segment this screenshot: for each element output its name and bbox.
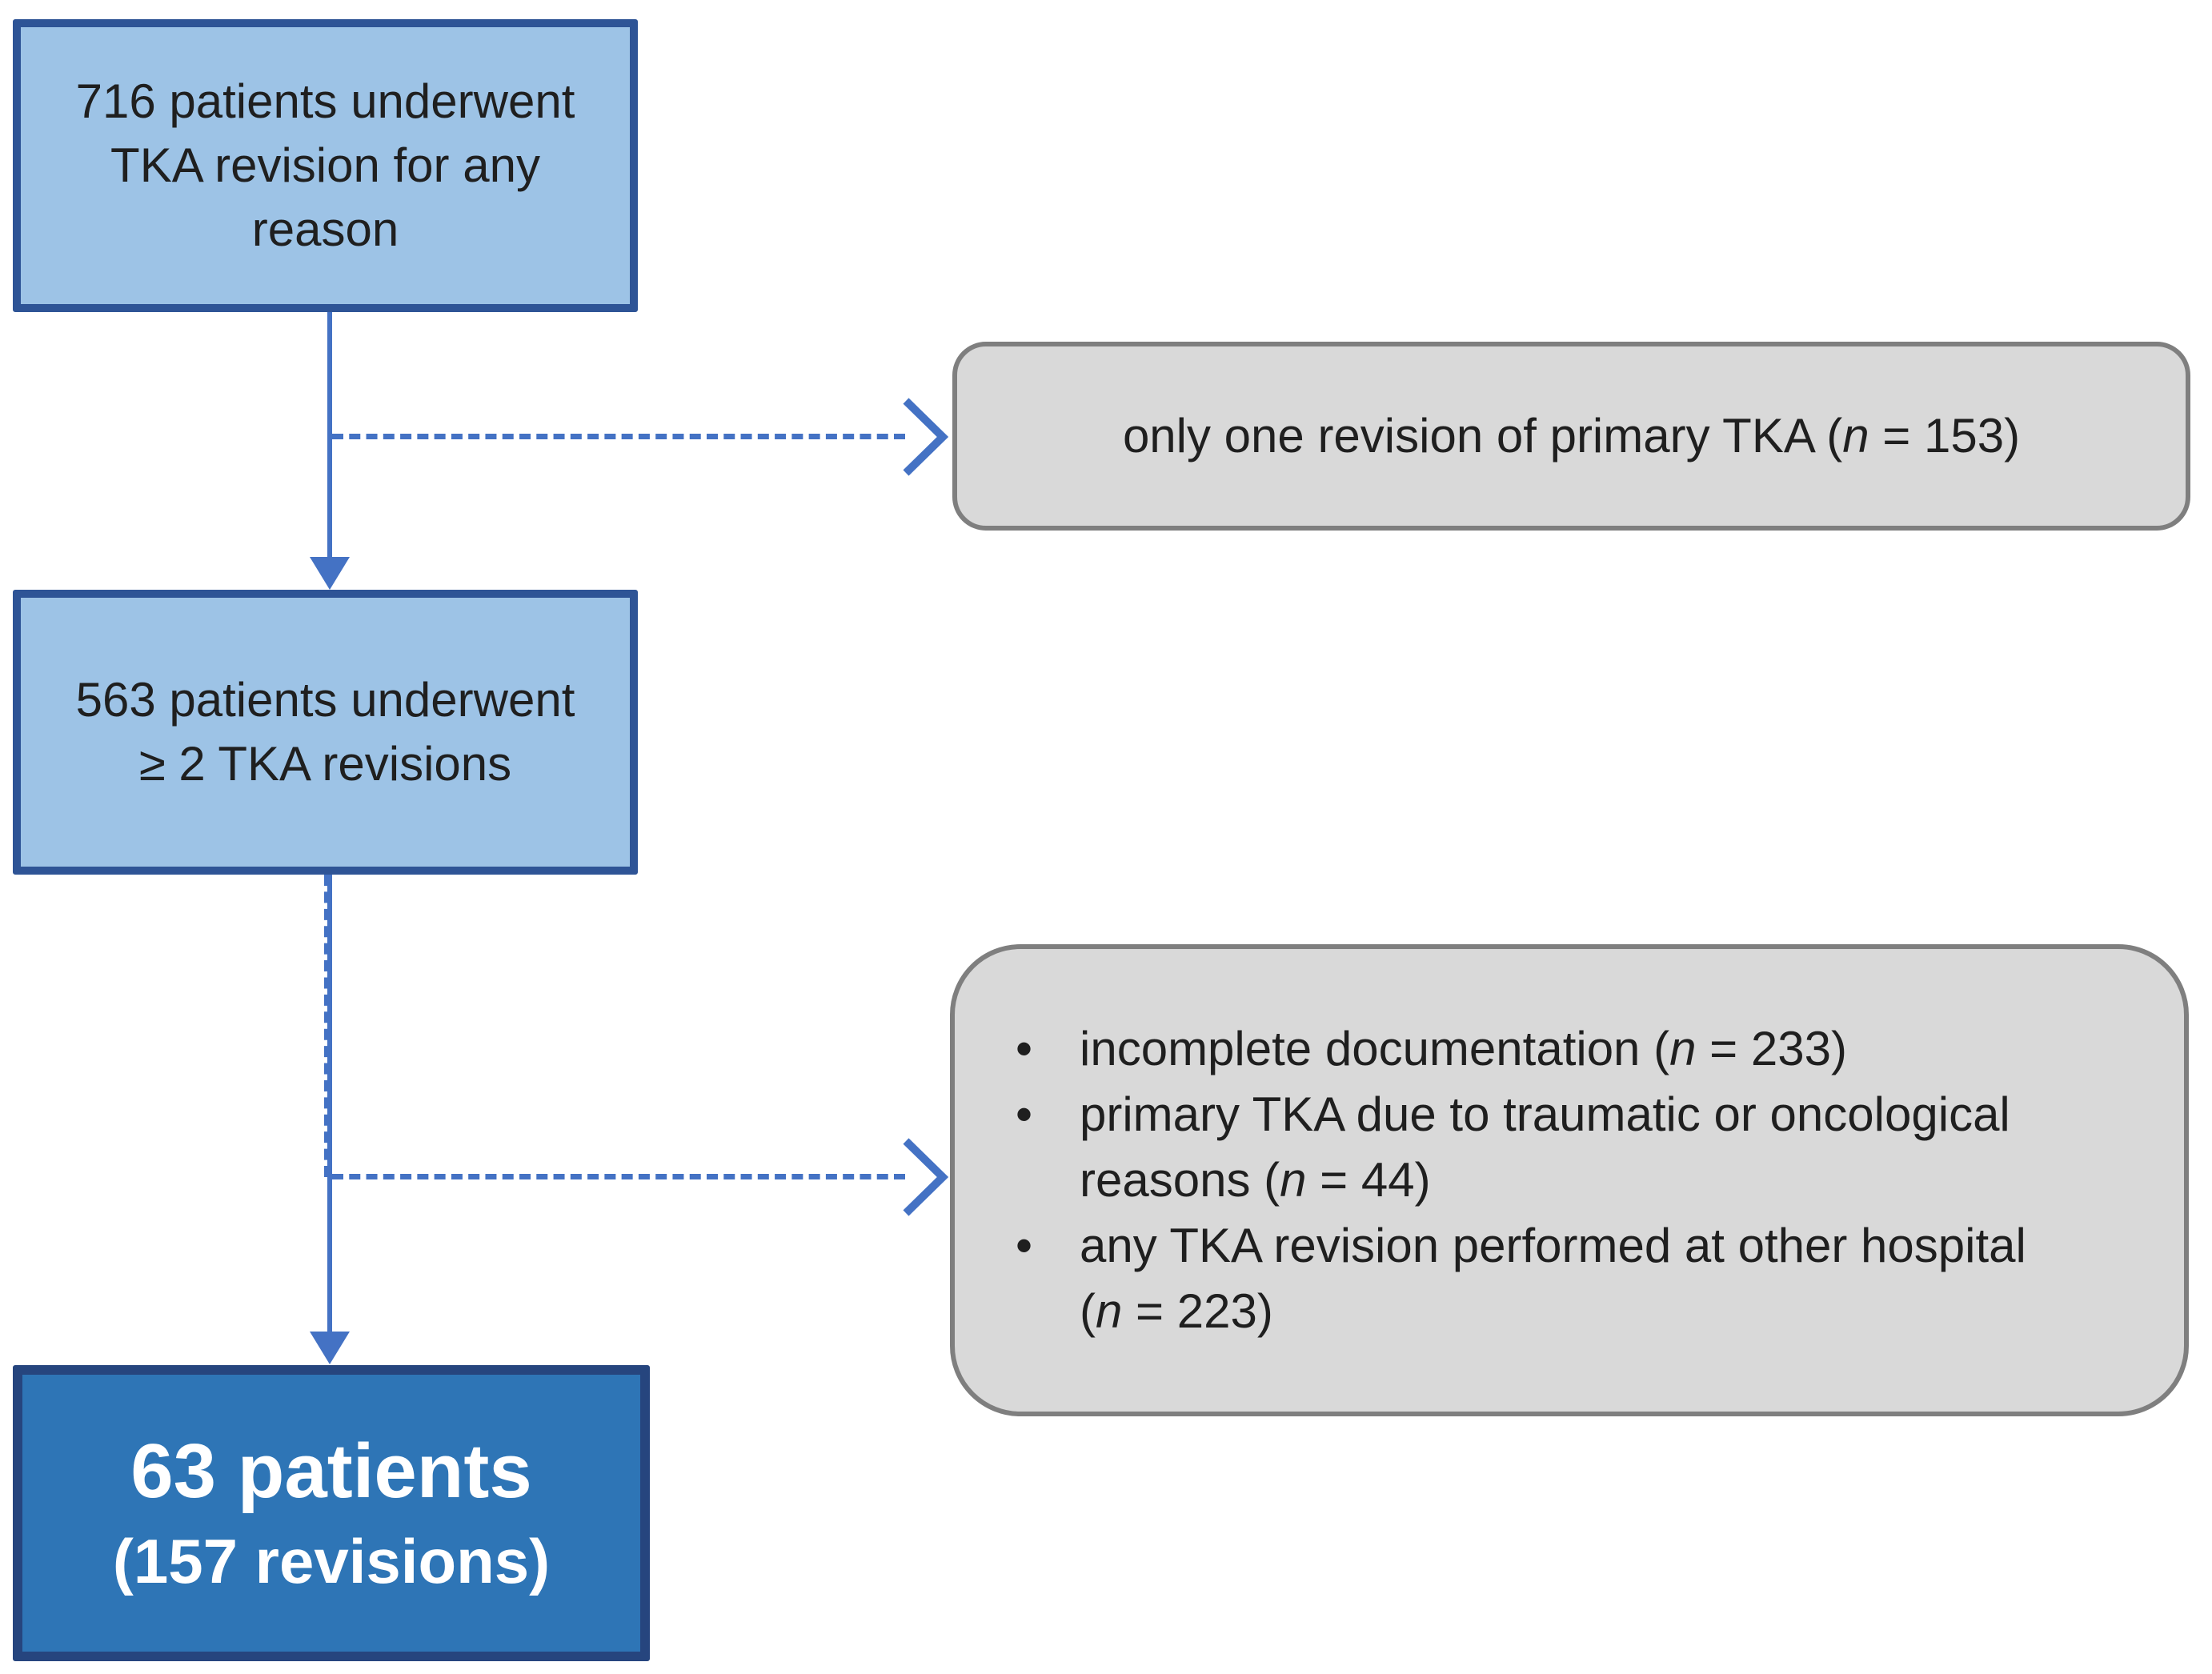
box-text-line: reason — [251, 202, 399, 256]
italic-n: n — [1095, 1284, 1123, 1338]
solid-arrowhead-down-icon — [310, 557, 350, 590]
exclusion-box-criteria: incomplete documentation (n = 233)primar… — [950, 944, 2189, 1416]
box-final-cohort: 63 patients (157 revisions) — [13, 1365, 650, 1661]
exclusion-bullet-item: primary TKA due to traumatic or oncologi… — [1016, 1082, 2048, 1213]
text-run: = 153) — [1869, 409, 2021, 463]
dashed-arrowhead-chevron-icon — [903, 1138, 949, 1216]
final-cohort-patients-text: 63 patients — [130, 1428, 532, 1514]
box-two-revisions: 563 patients underwent ≥ 2 TKA revisions — [13, 590, 638, 875]
box-text-line: 563 patients underwent — [75, 673, 575, 727]
final-cohort-revisions-text: (157 revisions) — [112, 1526, 551, 1596]
exclusion-bullet-item: incomplete documentation (n = 233) — [1016, 1016, 2048, 1082]
exclusion-one-revision-text: only one revision of primary TKA (n = 15… — [1123, 404, 2020, 468]
dashed-elbow-vertical-line — [324, 875, 330, 1177]
exclusion-bullet-item: any TKA revision performed at other hosp… — [1016, 1213, 2048, 1344]
dashed-arrowhead-chevron-icon — [903, 398, 949, 476]
italic-n: n — [1669, 1022, 1697, 1075]
text-run: = 223) — [1122, 1284, 1273, 1338]
text-run: primary TKA due to traumatic or oncologi… — [1080, 1087, 2010, 1207]
exclusion-box-one-revision: only one revision of primary TKA (n = 15… — [952, 342, 2190, 531]
text-run: only one revision of primary TKA ( — [1122, 409, 1843, 463]
italic-n: n — [1842, 409, 1869, 463]
dashed-connector-line-1 — [332, 434, 905, 439]
exclusion-criteria-list: incomplete documentation (n = 233)primar… — [955, 1016, 2184, 1344]
text-run: any TKA revision performed at other hosp… — [1080, 1219, 2026, 1338]
box-text-line: TKA revision for any — [110, 138, 540, 192]
box-text-line: ≥ 2 TKA revisions — [138, 737, 512, 791]
text-run: = 233) — [1696, 1022, 1847, 1075]
box-text-line: 716 patients underwent — [75, 74, 575, 128]
solid-arrow-line-1 — [327, 312, 332, 559]
text-run: = 44) — [1306, 1153, 1431, 1207]
text-run: incomplete documentation ( — [1080, 1022, 1670, 1075]
solid-arrow-line-2 — [327, 875, 332, 1333]
dashed-connector-line-2 — [332, 1174, 905, 1179]
italic-n: n — [1280, 1153, 1307, 1207]
solid-arrowhead-down-icon — [310, 1332, 350, 1364]
